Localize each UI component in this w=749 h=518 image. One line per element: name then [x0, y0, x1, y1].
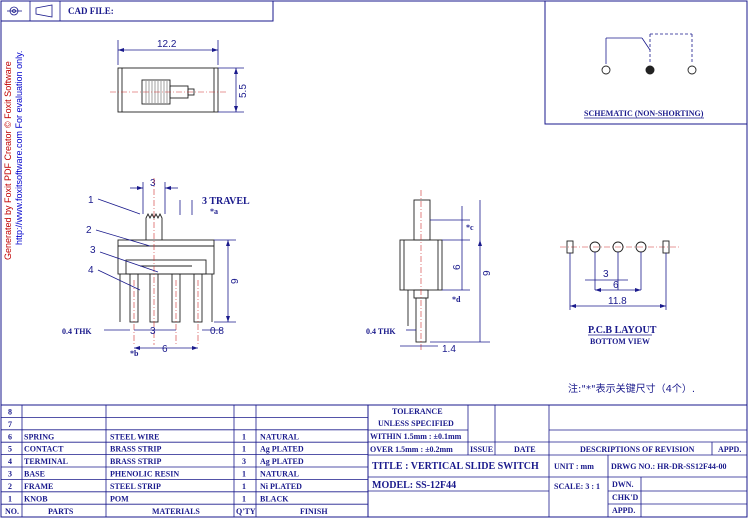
parts-cell-material: PHENOLIC RESIN [110, 470, 179, 479]
parts-cell-parts: CONTACT [24, 445, 64, 454]
parts-cell-qty: 3 [242, 457, 246, 466]
parts-cell-finish: NATURAL [260, 470, 299, 479]
terminal-open-icon [687, 65, 697, 75]
pcb-layout: 3 6 11.8 P.C.B LAYOUT BOTTOM VIEW [560, 240, 680, 346]
parts-cell-no: 3 [8, 470, 12, 479]
top-view: 12.2 5.5 [110, 39, 249, 113]
parts-cell-material: BRASS STRIP [110, 457, 161, 466]
parts-cell-qty: 1 [242, 470, 246, 479]
date-label: DATE [514, 445, 536, 454]
scale-label: SCALE: 3 : 1 [554, 482, 600, 491]
col-header-qty: Q'TY [236, 507, 256, 516]
col-header-no: NO. [5, 507, 19, 516]
side-note-c: *c [466, 223, 474, 232]
col-header-parts: PARTS [48, 507, 74, 516]
parts-cell-finish: BLACK [260, 494, 289, 503]
side-view: *c 6 9 *d 0.4 THK 1.4 [366, 190, 493, 355]
unit-label: UNIT : mm [554, 462, 594, 471]
parts-cell-material: POM [110, 494, 129, 503]
chkd-label: CHK'D [612, 493, 638, 502]
front-pin-dim-08: 0.8 [210, 326, 224, 337]
appd2-label: APPD. [612, 506, 635, 515]
top-width-dim: 12.2 [157, 39, 177, 50]
drawing-number: DRWG NO.: HR-DR-SS12F44-00 [611, 462, 727, 471]
label-1: 1 [88, 195, 94, 206]
side-dim-9: 9 [482, 270, 493, 276]
col-header-materials: MATERIALS [152, 507, 200, 516]
parts-cell-finish: NATURAL [260, 432, 299, 441]
parts-cell-qty: 1 [242, 494, 246, 503]
parts-cell-no: 1 [8, 494, 12, 503]
parts-cell-no: 4 [8, 457, 12, 466]
parts-cell-no: 5 [8, 445, 12, 454]
front-height-dim: 9 [230, 278, 241, 284]
parts-cell-qty: 1 [242, 445, 246, 454]
projection-symbol-icon [7, 4, 53, 18]
parts-cell-qty: 1 [242, 482, 246, 491]
front-pin-dim-3: 3 [150, 326, 156, 337]
issue-label: ISSUE [470, 445, 493, 454]
label-3: 3 [90, 245, 96, 256]
terminal-open-icon [601, 65, 611, 75]
travel-label: 3 TRAVEL [202, 196, 250, 207]
header-block: CAD FILE: [0, 0, 274, 22]
parts-cell-no: 8 [8, 408, 12, 417]
parts-cell-material: STEEL WIRE [110, 432, 159, 441]
model-label: MODEL: SS-12F44 [372, 480, 456, 491]
parts-cell-material: STEEL STRIP [110, 482, 161, 491]
tolerance-label: TOLERANCE [392, 407, 443, 416]
label-4: 4 [88, 265, 94, 276]
pcb-dim-6: 6 [613, 280, 619, 291]
watermark-line2: http://www.foxitsoftware.com For evaluat… [14, 51, 24, 245]
label-2: 2 [86, 225, 92, 236]
pcb-title: P.C.B LAYOUT [588, 325, 657, 336]
col-header-finish: FINISH [300, 507, 328, 516]
front-thk: 0.4 THK [62, 327, 92, 336]
front-view: 3 3 TRAVEL *a 1 2 3 4 [62, 178, 250, 358]
title-block: TOLERANCE UNLESS SPECIFIED WITHIN 1.5mm … [367, 404, 748, 518]
parts-cell-parts: KNOB [24, 494, 48, 503]
appd-label: APPD. [718, 445, 741, 454]
parts-cell-no: 7 [8, 420, 12, 429]
parts-cell-parts: SPRING [24, 432, 54, 441]
front-bottom-dim: 6 [162, 344, 168, 355]
over-tolerance: OVER 1.5mm : ±0.2mm [370, 445, 453, 454]
schematic-panel: SCHEMATIC (NON-SHORTING) [544, 0, 748, 125]
parts-cell-parts: BASE [24, 470, 45, 479]
schematic-title: SCHEMATIC (NON-SHORTING) [584, 109, 704, 118]
parts-cell-parts: FRAME [24, 482, 53, 491]
pcb-dim-118: 11.8 [608, 296, 627, 307]
cad-file-label: CAD FILE: [68, 6, 114, 16]
parts-cell-finish: Ni PLATED [260, 482, 302, 491]
revision-label: DESCRIPTIONS OF REVISION [580, 445, 695, 454]
side-dim-14: 1.4 [442, 344, 456, 355]
within-tolerance: WITHIN 1.5mm : ±0.1mm [370, 432, 462, 441]
top-height-dim: 5.5 [238, 84, 249, 98]
side-dim-6: 6 [452, 264, 463, 270]
unless-label: UNLESS SPECIFIED [378, 419, 454, 428]
parts-cell-finish: Ag PLATED [260, 457, 304, 466]
parts-cell-qty: 1 [242, 432, 246, 441]
parts-cell-material: BRASS STRIP [110, 445, 161, 454]
pcb-subtitle: BOTTOM VIEW [590, 337, 650, 346]
parts-cell-parts: TERMINAL [24, 457, 68, 466]
parts-cell-no: 6 [8, 432, 12, 441]
terminal-common-icon [645, 65, 655, 75]
pcb-dim-3: 3 [603, 269, 609, 280]
watermark-line1: Generated by Foxit PDF Creator © Foxit S… [3, 61, 13, 260]
side-note-d: *d [452, 295, 461, 304]
side-thk: 0.4 THK [366, 327, 396, 336]
key-dimension-note: 注:"*"表示关键尺寸（4个）. [568, 382, 695, 395]
front-dim-top: 3 [150, 178, 156, 189]
front-note-b: *b [130, 349, 139, 358]
parts-cell-finish: Ag PLATED [260, 445, 304, 454]
dwn-label: DWN. [612, 480, 634, 489]
travel-note: *a [210, 207, 218, 216]
parts-cell-no: 2 [8, 482, 12, 491]
drawing-title: TITLE : VERTICAL SLIDE SWITCH [372, 461, 539, 472]
